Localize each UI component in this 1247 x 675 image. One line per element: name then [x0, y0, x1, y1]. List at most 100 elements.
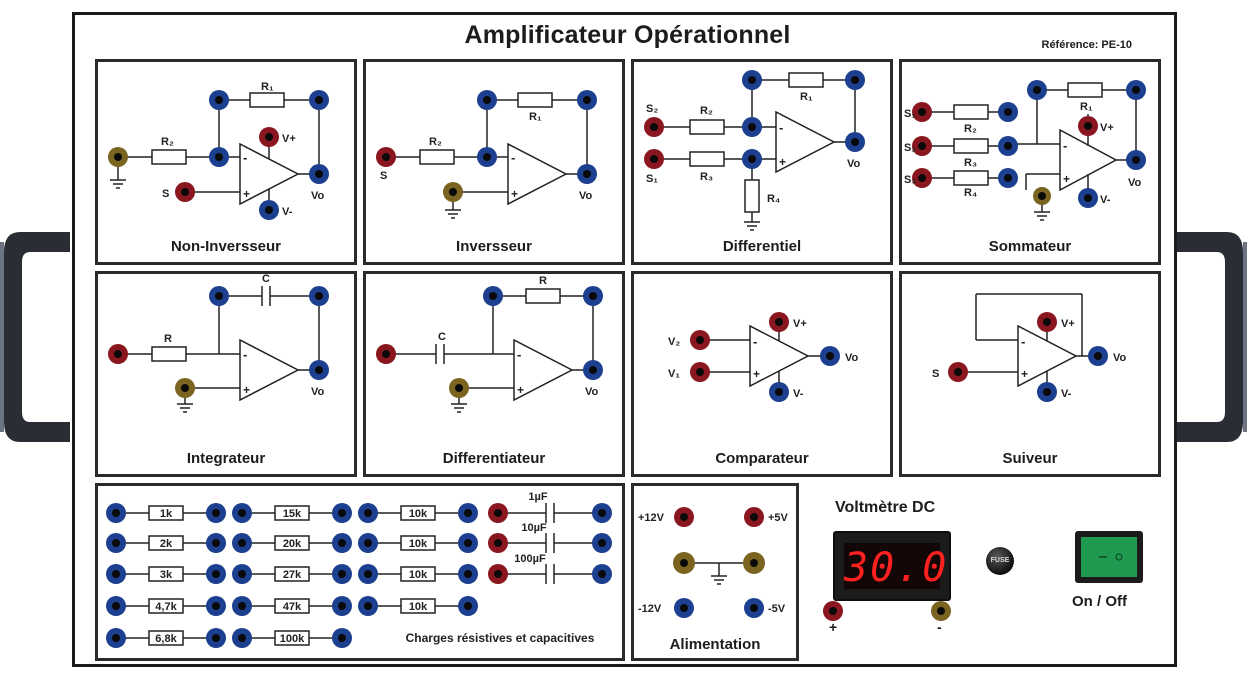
- r-label: R: [539, 275, 547, 287]
- differentiel-module: - + R₁ R₂ R₃ R₄ S₂ S₁ Vo Differentiel: [631, 59, 893, 265]
- charges-title: Charges résistives et capacitives: [406, 631, 595, 645]
- v1-label: V₁: [668, 368, 680, 380]
- inverseur-module: - + R₁ R₂ S Vo Inversseur: [363, 59, 625, 265]
- comparateur-module: - + V₂ V₁ V+ V- Vo Comparateur: [631, 271, 893, 477]
- vplus-label: V+: [282, 133, 296, 145]
- r2-label: R₂: [964, 123, 977, 135]
- vplus-label: V+: [1100, 122, 1114, 134]
- right-handle: [1177, 232, 1247, 442]
- r2-label: R₂: [700, 105, 713, 117]
- integrateur-labels: C R Vo: [164, 274, 325, 398]
- alimentation-labels: +12V +5V -12V -5V: [638, 512, 789, 615]
- r2-label: R₂: [429, 136, 442, 148]
- charges-module: 1k 2k 3k 4,7k 6,8k 15k 20k 27k 47k 100k …: [95, 483, 625, 661]
- suiveur-labels: S V+ V- Vo: [932, 318, 1127, 400]
- differentiel-labels: R₁ R₂ R₃ R₄ S₂ S₁ Vo: [646, 91, 861, 205]
- resistor-value: 1k: [160, 508, 173, 520]
- fuse-label: FUSE: [990, 557, 1010, 564]
- s2-label: S₂: [646, 103, 658, 115]
- r-label: R: [164, 333, 172, 345]
- vminus-label: V-: [793, 388, 804, 400]
- vminus-label: V-: [1061, 388, 1072, 400]
- s-label: S: [380, 170, 387, 182]
- svg-text:-: -: [1021, 334, 1025, 349]
- r4-label: R₄: [767, 193, 780, 205]
- suiveur-module: - + S V+ V- Vo Suiveur: [899, 271, 1161, 477]
- svg-text:+: +: [517, 383, 524, 397]
- sommateur-module: - + R₁ R₂ R₃ R₄ S₁ S₂ S₃ V+ V: [899, 59, 1161, 265]
- svg-text:+: +: [779, 155, 786, 169]
- differentiateur-labels: C R Vo: [438, 275, 599, 398]
- left-handle: [0, 232, 70, 442]
- resistor-value: 15k: [283, 508, 302, 520]
- vo-label: Vo: [579, 190, 593, 202]
- non-inverseur-jacks[interactable]: [98, 62, 354, 262]
- comparateur-jacks[interactable]: [634, 274, 890, 474]
- m5-label: -5V: [768, 603, 786, 615]
- resistor-value: 6,8k: [155, 633, 177, 645]
- resistor-value: 3k: [160, 569, 173, 581]
- p5-label: +5V: [768, 512, 789, 524]
- svg-text:-: -: [779, 120, 783, 135]
- capacitor-value: 10µF: [521, 522, 547, 534]
- alimentation-title: Alimentation: [669, 636, 761, 653]
- vo-label: Vo: [845, 352, 859, 364]
- svg-text:-: -: [243, 150, 247, 165]
- integrateur-title: Integrateur: [186, 450, 266, 467]
- r1-label: R₁: [800, 91, 813, 103]
- s3-label: S₃: [904, 174, 916, 186]
- charges-jacks[interactable]: [98, 486, 622, 658]
- integrateur-module: - + C R Vo Integrateur: [95, 271, 357, 477]
- svg-text:+: +: [1021, 367, 1028, 381]
- r3-label: R₃: [964, 157, 977, 169]
- resistor-value: 47k: [283, 601, 302, 613]
- s-label: S: [162, 188, 169, 200]
- r1-label: R₁: [261, 81, 274, 93]
- resistor-value: 10k: [409, 538, 428, 550]
- p12-label: +12V: [638, 512, 665, 524]
- inverseur-jacks[interactable]: [366, 62, 622, 262]
- vo-label: Vo: [1113, 352, 1127, 364]
- non-inverseur-module: - + R₁ R₂ S V+ V- Vo Non-Inversseur: [95, 59, 357, 265]
- resistor-value: 2k: [160, 538, 173, 550]
- comparateur-title: Comparateur: [715, 450, 809, 467]
- vplus-label: V+: [793, 318, 807, 330]
- svg-text:-: -: [517, 347, 521, 362]
- c-label: C: [262, 274, 270, 285]
- s1-label: S₁: [904, 108, 916, 120]
- voltmeter-jacks[interactable]: [819, 597, 969, 637]
- fuse-holder[interactable]: FUSE: [986, 547, 1014, 575]
- differentiel-jacks[interactable]: [634, 62, 890, 262]
- reference-label: Référence: PE-10: [1041, 39, 1133, 51]
- svg-text:+: +: [243, 187, 250, 201]
- vo-label: Vo: [847, 158, 861, 170]
- voltmeter-plus: +: [829, 619, 838, 635]
- svg-text:+: +: [243, 383, 250, 397]
- vminus-label: V-: [1100, 194, 1111, 206]
- voltmeter-reading: 30.0: [844, 545, 949, 591]
- s-label: S: [932, 368, 939, 380]
- r3-label: R₃: [700, 171, 713, 183]
- resistor-value: 10k: [409, 569, 428, 581]
- non-inverseur-labels: R₁ R₂ S V+ V- Vo: [161, 81, 325, 218]
- alimentation-jacks[interactable]: [634, 486, 796, 658]
- front-panel: Amplificateur Opérationnel Référence: PE…: [72, 12, 1177, 667]
- resistor-value: 100k: [280, 633, 305, 645]
- integrateur-jacks[interactable]: [98, 274, 354, 474]
- page-title: Amplificateur Opérationnel: [464, 21, 791, 49]
- differentiel-title: Differentiel: [722, 238, 802, 255]
- voltmeter-display: 30.0: [833, 531, 951, 601]
- v2-label: V₂: [668, 336, 680, 348]
- power-switch-rocker: [1081, 537, 1137, 577]
- suiveur-jacks[interactable]: [902, 274, 1158, 474]
- capacitor-value: 1µF: [528, 491, 547, 503]
- r2-label: R₂: [161, 136, 174, 148]
- vo-label: Vo: [311, 190, 325, 202]
- svg-text:-: -: [243, 347, 247, 362]
- capacitor-value: 100µF: [514, 553, 546, 565]
- power-switch[interactable]: [1075, 531, 1143, 583]
- sommateur-jacks[interactable]: [902, 62, 1158, 262]
- differentiateur-jacks[interactable]: [366, 274, 622, 474]
- vo-label: Vo: [311, 386, 325, 398]
- vo-label: Vo: [1128, 177, 1142, 189]
